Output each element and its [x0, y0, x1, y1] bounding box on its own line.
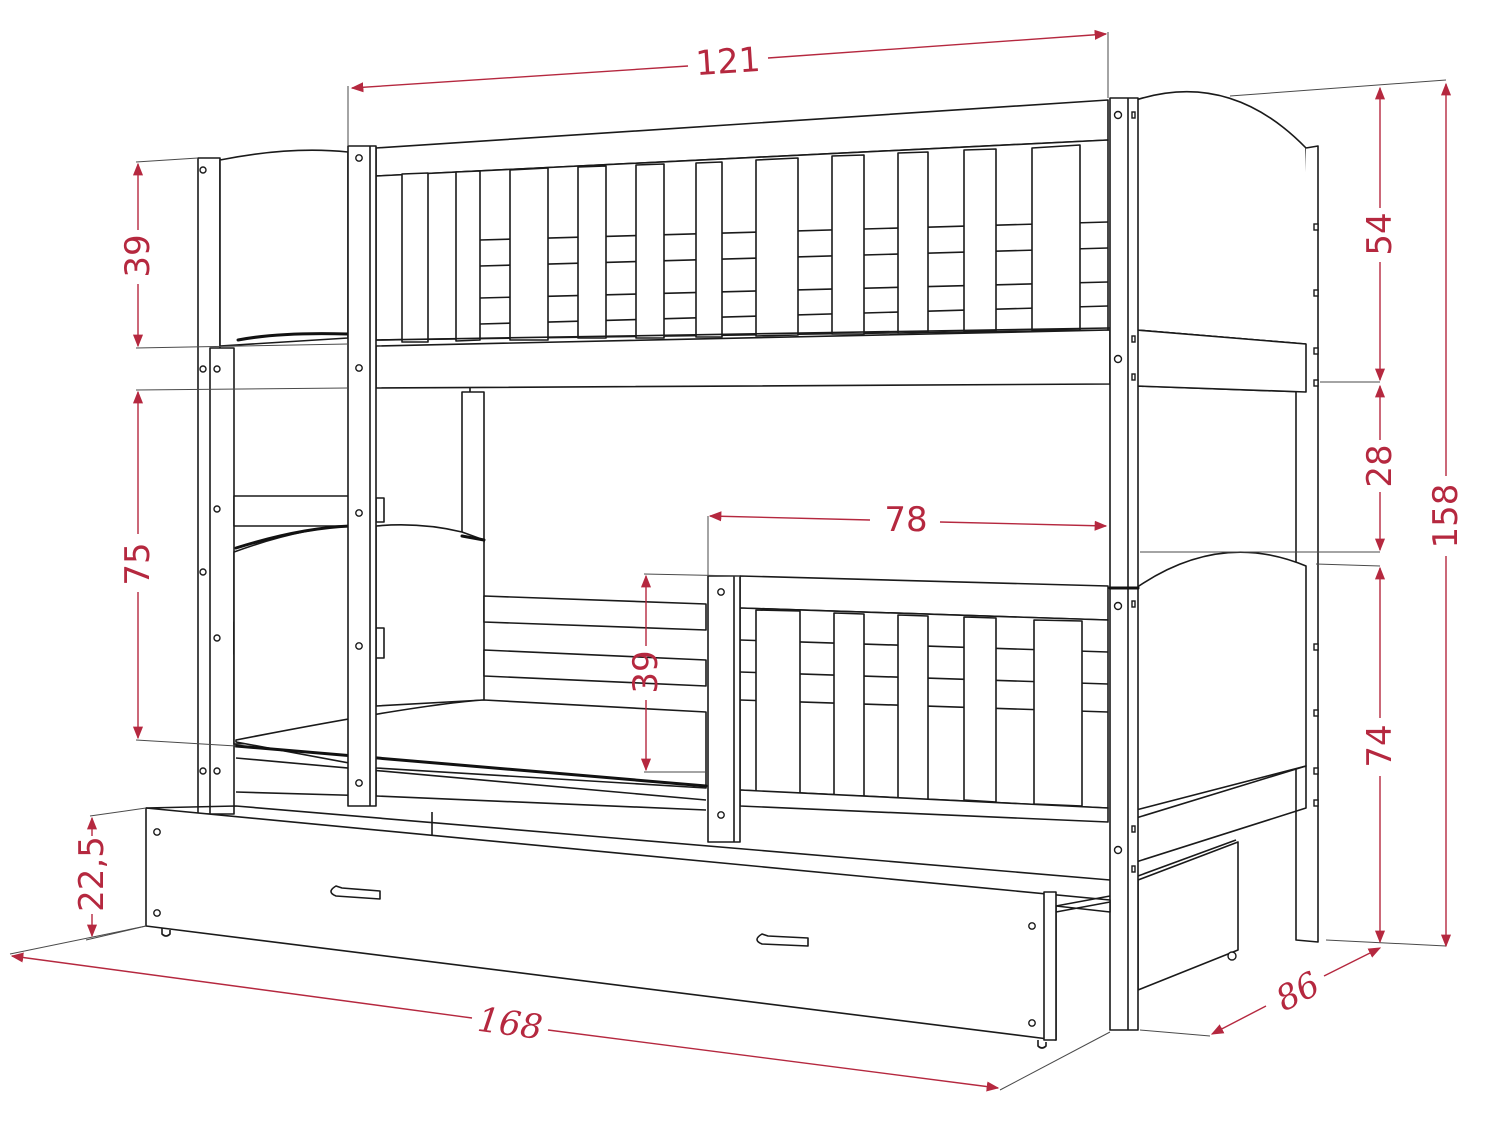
label-168: 168 — [475, 1000, 545, 1048]
label-158: 158 — [1426, 484, 1466, 549]
lower-right-headboard — [1108, 551, 1319, 863]
rear-drawer — [1137, 839, 1239, 991]
dim-28: 28 — [1360, 384, 1400, 552]
upper-rail-slats — [401, 144, 1081, 343]
dim-22-5: 22,5 — [72, 816, 112, 938]
inner-headboard — [375, 391, 486, 707]
dim-39-upper: 39 — [118, 162, 158, 348]
bed-structure — [145, 90, 1319, 1049]
dim-75: 75 — [118, 390, 158, 740]
upper-left-headboard — [197, 149, 350, 815]
dim-168: 168 — [10, 952, 1000, 1092]
trundle-drawer — [145, 805, 1111, 1049]
upper-right-headboard — [1135, 90, 1319, 943]
drawer-handle-right — [756, 933, 809, 947]
label-75: 75 — [118, 542, 158, 585]
ladder — [209, 347, 352, 815]
dim-74: 74 — [1360, 566, 1400, 944]
label-28: 28 — [1360, 444, 1400, 487]
front-right-post — [1108, 97, 1140, 1031]
upper-bed — [375, 99, 1307, 393]
label-39-lower: 39 — [626, 650, 666, 693]
label-22-5: 22,5 — [72, 836, 112, 912]
lower-rail-slats — [755, 609, 1083, 807]
label-86: 86 — [1270, 964, 1327, 1020]
lower-guard-rail — [739, 575, 1109, 823]
label-39-upper: 39 — [118, 234, 158, 277]
label-121: 121 — [694, 40, 761, 84]
dim-158: 158 — [1426, 82, 1466, 948]
guard-rail-post — [707, 575, 741, 843]
label-78: 78 — [884, 500, 927, 540]
dim-39-lower: 39 — [626, 574, 666, 772]
front-left-post — [347, 145, 377, 807]
dim-86: 86 — [1210, 947, 1382, 1035]
dim-121: 121 — [350, 29, 1108, 93]
label-54: 54 — [1360, 212, 1400, 255]
dim-54: 54 — [1360, 86, 1400, 382]
label-74: 74 — [1360, 724, 1400, 767]
dim-78: 78 — [708, 500, 1108, 540]
drawer-handle-left — [330, 885, 381, 900]
